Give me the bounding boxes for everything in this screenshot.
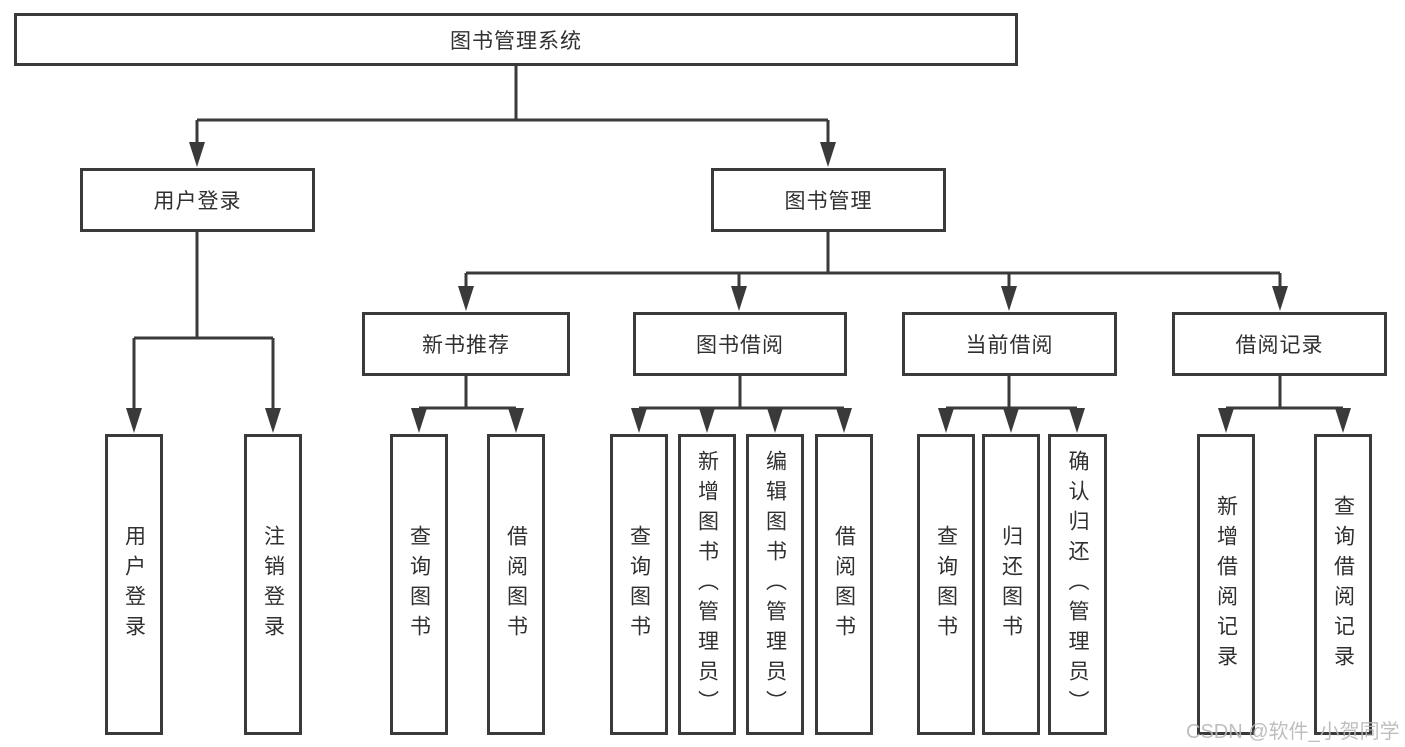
edge-root-to-level2: [195, 66, 830, 150]
leaf-edit-books-admin-label: 编辑图书（管理员）: [763, 449, 787, 720]
leaf-add-borrow-record-label: 新增借阅记录: [1214, 494, 1238, 675]
node-book-management-label: 图书管理: [784, 190, 873, 213]
leaf-logout: 注销登录: [244, 434, 302, 735]
leaf-query-books-recommend-label: 查询图书: [407, 524, 431, 645]
leaf-query-books-borrowing: 查询图书: [610, 434, 668, 735]
edge-book-mgmt-to-level3: [464, 232, 1282, 290]
edge-borrow-record-to-leaves: [1224, 376, 1345, 412]
node-borrowing-records: 借阅记录: [1172, 312, 1387, 376]
leaf-add-borrow-record: 新增借阅记录: [1197, 434, 1255, 735]
leaf-add-books-admin: 新增图书（管理员）: [678, 434, 736, 735]
edge-current-borrow-to-leaves: [944, 376, 1079, 412]
leaf-borrow-books-label: 借阅图书: [832, 524, 856, 645]
leaf-return-books: 归还图书: [982, 434, 1040, 735]
node-book-management: 图书管理: [711, 168, 946, 232]
edge-book-borrow-to-leaves: [637, 376, 846, 412]
node-borrowing-records-label: 借阅记录: [1235, 334, 1324, 357]
leaf-borrow-books: 借阅图书: [815, 434, 873, 735]
leaf-logout-label: 注销登录: [261, 524, 285, 645]
node-current-borrowing-label: 当前借阅: [965, 334, 1054, 357]
leaf-user-login-label: 用户登录: [122, 524, 146, 645]
node-new-book-recommend-label: 新书推荐: [422, 334, 510, 357]
leaf-query-books-current: 查询图书: [917, 434, 975, 735]
leaf-query-borrow-record-label: 查询借阅记录: [1331, 494, 1355, 675]
leaf-edit-books-admin: 编辑图书（管理员）: [746, 434, 804, 735]
node-user-login-label: 用户登录: [153, 190, 242, 213]
node-root: 图书管理系统: [14, 13, 1018, 66]
leaf-query-borrow-record: 查询借阅记录: [1314, 434, 1372, 735]
edge-user-login-to-leaves: [132, 232, 275, 412]
node-root-label: 图书管理系统: [450, 29, 582, 53]
leaf-user-login: 用户登录: [105, 434, 163, 735]
node-current-borrowing: 当前借阅: [902, 312, 1117, 376]
node-book-borrowing-label: 图书借阅: [696, 334, 784, 357]
csdn-watermark: CSDN @软件_小贺同学: [1186, 721, 1400, 743]
leaf-return-books-label: 归还图书: [999, 524, 1023, 645]
leaf-query-books-current-label: 查询图书: [934, 524, 958, 645]
leaf-query-books-borrowing-label: 查询图书: [627, 524, 651, 645]
node-book-borrowing: 图书借阅: [633, 312, 847, 376]
leaf-confirm-return-admin-label: 确认归还（管理员）: [1066, 449, 1089, 720]
leaf-query-books-recommend: 查询图书: [390, 434, 448, 735]
edge-new-book-rec-to-leaves: [417, 376, 518, 412]
node-user-login: 用户登录: [80, 168, 315, 232]
leaf-borrow-books-recommend-label: 借阅图书: [504, 524, 528, 645]
node-new-book-recommend: 新书推荐: [362, 312, 570, 376]
leaf-add-books-admin-label: 新增图书（管理员）: [695, 449, 719, 720]
leaf-borrow-books-recommend: 借阅图书: [487, 434, 545, 735]
leaf-confirm-return-admin: 确认归还（管理员）: [1048, 434, 1107, 735]
